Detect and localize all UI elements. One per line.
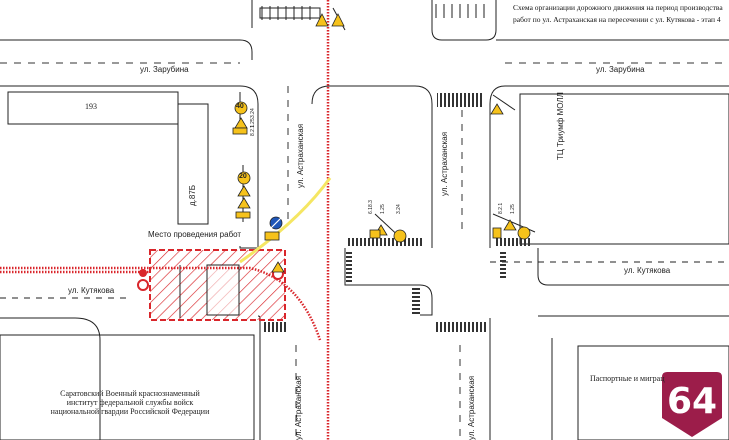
building-87b-label: д.87Б bbox=[188, 184, 197, 206]
building-193-label: 193 bbox=[85, 102, 97, 111]
building-mall-label: ТЦ Триумф МОЛЛ bbox=[556, 92, 565, 160]
sign-posts bbox=[239, 7, 536, 243]
region-badge-number: 64 bbox=[666, 381, 718, 422]
street-astrakhanskaya-bottom-right: ул. Астраханская bbox=[467, 375, 476, 440]
street-kutyakova-left: ул. Кутякова bbox=[68, 286, 115, 295]
scheme-title-line1: Схема организации дорожного движения на … bbox=[513, 3, 723, 12]
building-mall bbox=[519, 93, 729, 245]
street-kutyakova-right: ул. Кутякова bbox=[624, 266, 671, 275]
street-astrakhanskaya-mid: ул. Астраханская bbox=[440, 131, 449, 196]
street-zarubina-right: ул. Зарубина bbox=[596, 65, 645, 74]
sign-code-label: 1.25 bbox=[380, 204, 386, 214]
scheme-title: Схема организации дорожного движения на … bbox=[513, 2, 729, 26]
region-badge bbox=[662, 372, 722, 437]
building-institute-label: Саратовский Военный краснознаменный инст… bbox=[50, 389, 210, 416]
building-87b bbox=[177, 103, 209, 225]
warning-signs bbox=[232, 13, 531, 273]
sign-code-label: 8.2.1 bbox=[250, 124, 256, 136]
crosswalks bbox=[262, 93, 532, 332]
street-zarubina-left: ул. Зарубина bbox=[140, 65, 189, 74]
detour-route bbox=[239, 177, 332, 264]
sign-code-label: 3.24 bbox=[396, 204, 402, 214]
work-line bbox=[0, 0, 330, 440]
scheme-title-line2: работ по ул. Астраханская на пересечении… bbox=[513, 15, 721, 24]
sign-code-label: 6.18.3 bbox=[368, 200, 374, 214]
work-area-label: Место проведения работ bbox=[148, 230, 242, 239]
building-passport bbox=[577, 345, 729, 440]
work-zone bbox=[149, 249, 286, 321]
speed-limit-sign-2: 20 bbox=[239, 173, 247, 180]
sign-code-label: 1.25 bbox=[510, 204, 516, 214]
building-institute bbox=[0, 334, 255, 440]
street-astrakhanskaya-top: ул. Астраханская bbox=[296, 123, 305, 188]
sign-code-label: 8.2.1 bbox=[498, 202, 504, 214]
street-astrakhanskaya-bottom-left: ул. Астраханская bbox=[294, 375, 303, 440]
building-passport-label: Паспортные и миграц bbox=[590, 374, 665, 383]
sign-code-label: 3.24 bbox=[250, 108, 256, 118]
speed-limit-sign: 40 bbox=[236, 103, 244, 110]
